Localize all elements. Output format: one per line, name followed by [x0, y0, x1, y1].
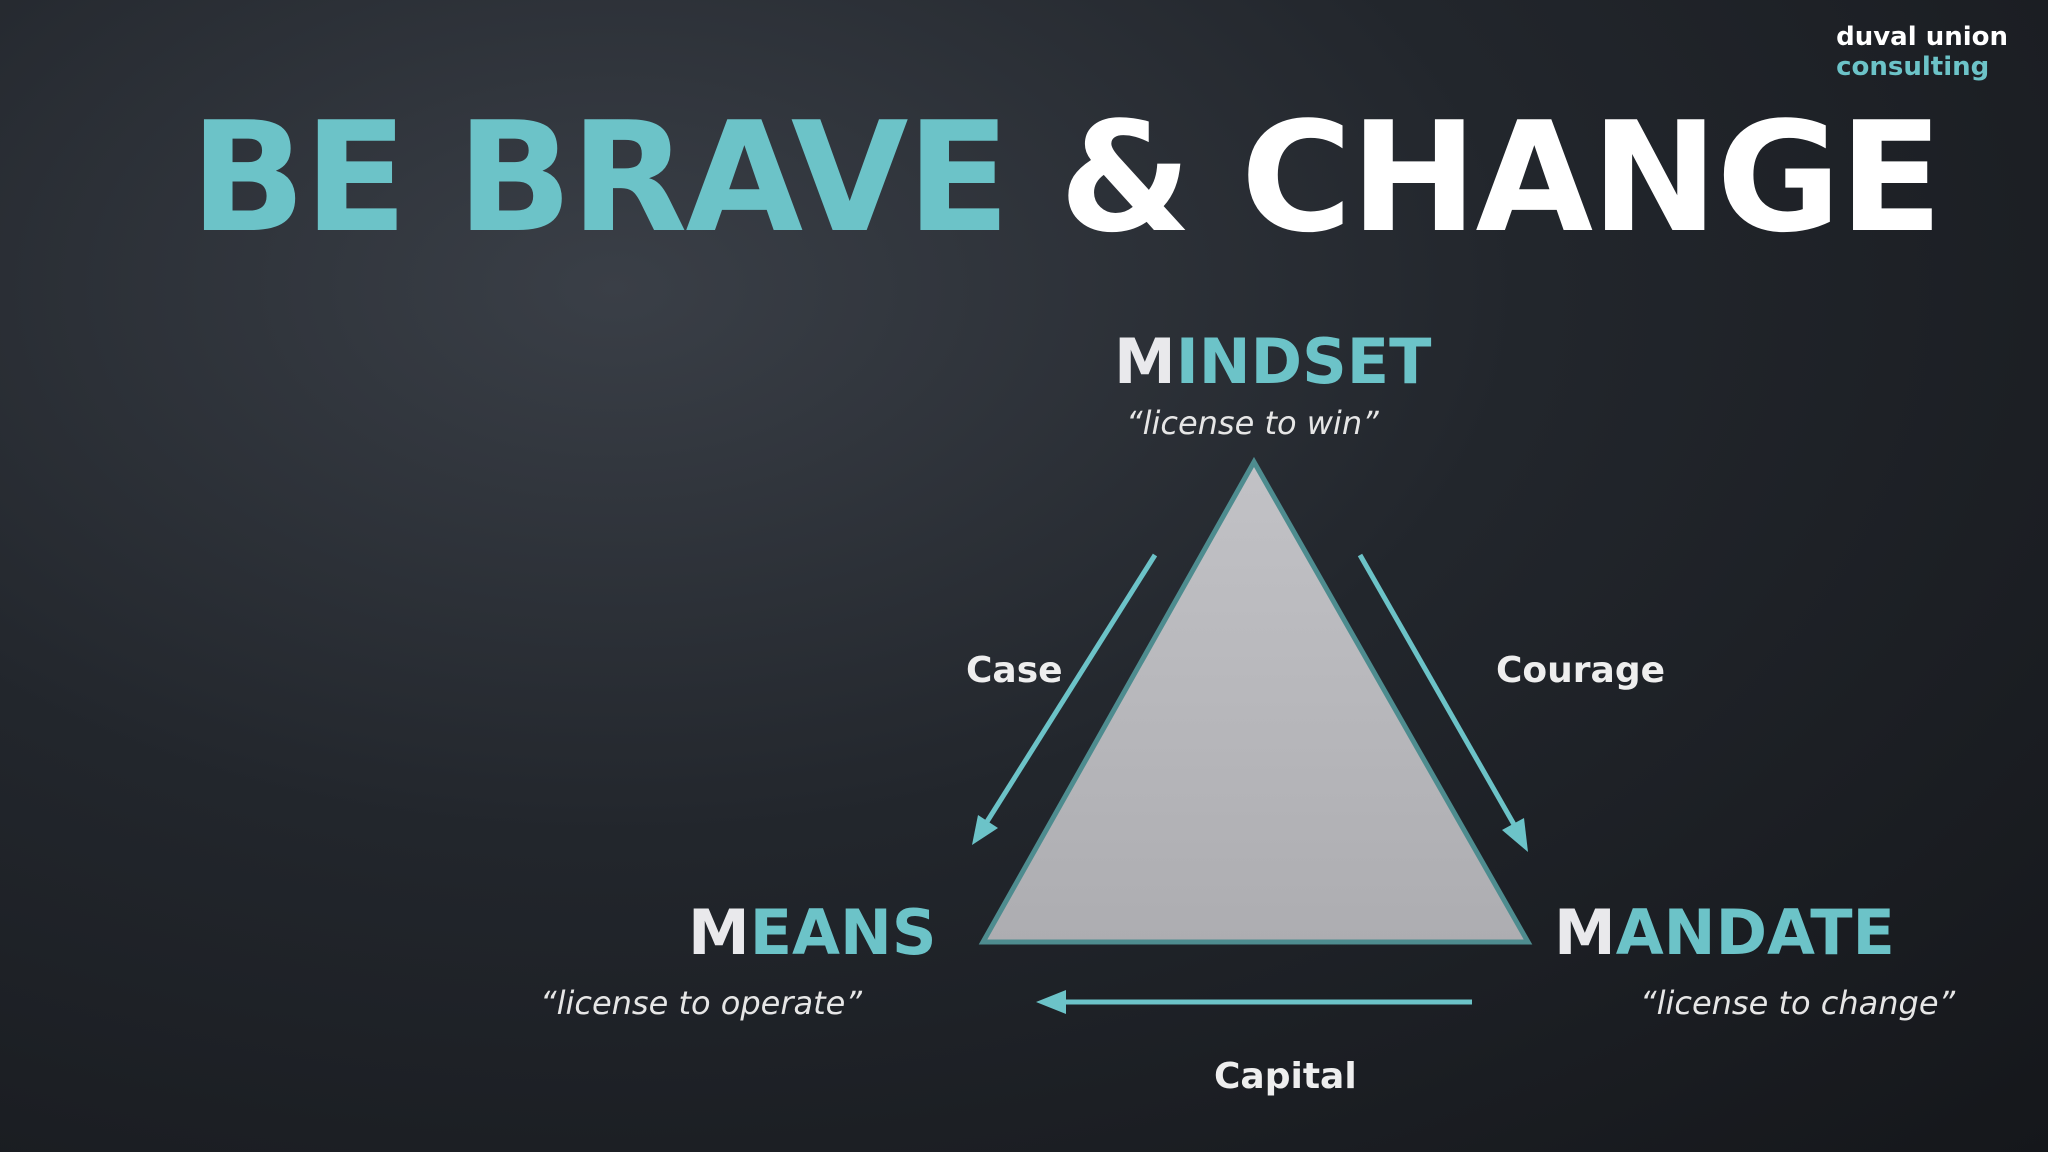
means-first-letter: M: [688, 896, 750, 969]
title-accent: BE BRAVE: [190, 89, 1010, 266]
brand-logo: duval union consulting: [1836, 22, 2008, 82]
mandate-first-letter: M: [1554, 896, 1616, 969]
page-title: BE BRAVE & CHANGE: [190, 88, 1943, 268]
logo-line-1: duval union: [1836, 22, 2008, 52]
means-label: MEANS: [688, 897, 937, 969]
capital-label: Capital: [1214, 1056, 1357, 1097]
means-rest: EANS: [749, 896, 937, 969]
mindset-first-letter: M: [1114, 325, 1176, 398]
mindset-label: MINDSET: [1114, 326, 1431, 398]
mindset-rest: INDSET: [1175, 325, 1432, 398]
mindset-subtitle: “license to win”: [1126, 404, 1379, 442]
capital-arrow: [1036, 990, 1472, 1014]
triangle-shape: [978, 456, 1533, 945]
case-label: Case: [966, 650, 1063, 691]
mandate-subtitle: “license to change”: [1640, 984, 1956, 1022]
mandate-label: MANDATE: [1554, 897, 1895, 969]
courage-label: Courage: [1496, 650, 1666, 691]
means-subtitle: “license to operate”: [540, 984, 862, 1022]
title-rest: & CHANGE: [1059, 89, 1943, 266]
courage-arrow: [1357, 553, 1528, 852]
logo-line-2: consulting: [1836, 52, 1990, 82]
mandate-rest: ANDATE: [1615, 896, 1895, 969]
case-arrow: [972, 553, 1158, 845]
